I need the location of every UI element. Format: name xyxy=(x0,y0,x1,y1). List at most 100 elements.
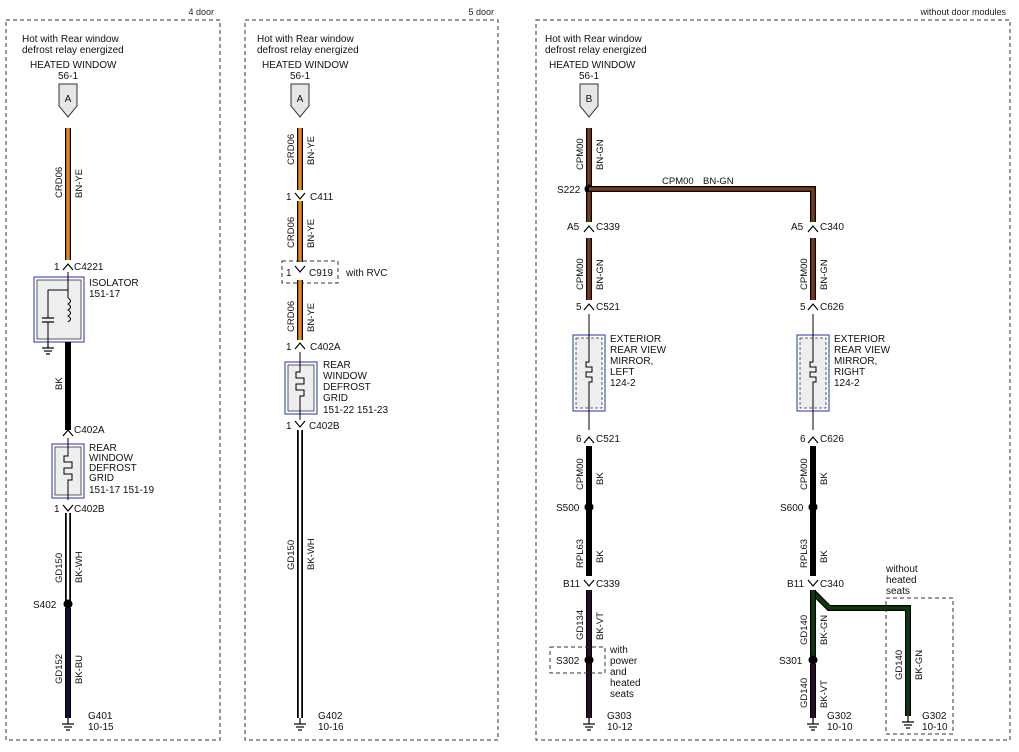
connector-name: C4221 xyxy=(74,262,104,273)
wire-label-color: BK xyxy=(819,472,830,485)
ground-icon xyxy=(41,341,55,355)
connector-c339-symbol xyxy=(583,579,595,587)
wire-label-circuit: GD134 xyxy=(575,610,586,640)
option-note: with xyxy=(609,645,628,656)
wire-cross xyxy=(589,186,816,222)
component-name: REAR xyxy=(323,360,351,371)
connector-c626-symbol xyxy=(807,303,819,311)
option-box xyxy=(281,260,339,284)
wire-label-circuit: BK xyxy=(54,377,65,390)
coil-icon xyxy=(67,297,71,323)
component-name: GRID xyxy=(89,473,114,484)
splice-dot xyxy=(808,655,818,665)
connector-pin: 1 xyxy=(54,262,60,273)
option-box xyxy=(885,597,954,735)
splice-label: S301 xyxy=(779,656,803,667)
component-name: RIGHT xyxy=(834,367,865,378)
connector-pin: 1 xyxy=(286,192,292,203)
supply-line2: defrost relay energized xyxy=(22,45,124,56)
ground-icon xyxy=(61,717,75,731)
connector-name: C402B xyxy=(309,421,340,432)
wire-label-circuit: CRD06 xyxy=(286,301,297,332)
panel-frame xyxy=(535,19,1011,741)
component-name: REAR VIEW xyxy=(610,345,667,356)
component-name: WINDOW xyxy=(323,371,367,382)
panel-5-door: 5 door Hot with Rear window defrost rela… xyxy=(244,7,499,741)
panel-4-door: 4 door Hot with Rear window defrost rela… xyxy=(5,7,221,741)
connector-pin: A5 xyxy=(791,222,804,233)
splice-label: S302 xyxy=(556,656,580,667)
option-note: and xyxy=(610,667,627,678)
connector-name: C626 xyxy=(820,434,844,445)
connector-pin: B11 xyxy=(787,579,804,590)
ground-ref: 10-10 xyxy=(922,722,948,733)
component-name: LEFT xyxy=(610,367,634,378)
connector-c411-symbol xyxy=(294,192,306,200)
wire-label-circuit: CPM00 xyxy=(662,176,694,187)
splice-label: S500 xyxy=(556,503,580,514)
wire-label-circuit: GD140 xyxy=(799,615,810,645)
wire-label-color: BN-YE xyxy=(306,303,317,332)
component-name: REAR VIEW xyxy=(834,345,891,356)
ground-icon xyxy=(293,717,307,731)
panel-title: 4 door xyxy=(188,7,214,17)
component-name: REAR xyxy=(89,443,117,454)
wire-label-color: BK-GN xyxy=(914,650,925,680)
ground-ref: 10-10 xyxy=(827,722,853,733)
wire-label-circuit: RPL63 xyxy=(799,539,810,568)
connector-pin: 1 xyxy=(286,421,292,432)
component-name: MIRROR, xyxy=(834,356,877,367)
wire-label-color: BK xyxy=(819,550,830,563)
connector-pin: 5 xyxy=(800,302,806,313)
connector-name: C340 xyxy=(820,222,844,233)
connector-name: C340 xyxy=(820,579,844,590)
supply-pin-shape xyxy=(579,83,599,118)
wire-label-circuit: GD152 xyxy=(54,654,65,684)
connector-c340-symbol xyxy=(807,225,819,233)
ground-icon xyxy=(901,715,915,729)
supply-line1: Hot with Rear window xyxy=(22,34,119,45)
connector-pin: 6 xyxy=(576,434,582,445)
supply-name: HEATED WINDOW xyxy=(549,60,636,71)
heater-grid-icon xyxy=(295,352,305,420)
splice-label: S222 xyxy=(557,185,581,196)
wire-label-color: BN-GN xyxy=(819,259,830,290)
wire-cross-color xyxy=(589,187,815,222)
splice-label: S600 xyxy=(780,503,804,514)
wire-label-circuit: CPM00 xyxy=(575,138,586,170)
component-name: EXTERIOR xyxy=(834,334,885,345)
connector-pin: 1 xyxy=(54,504,60,515)
connector-name: C521 xyxy=(596,434,620,445)
ground-name: G303 xyxy=(607,711,632,722)
wire-label-circuit: CRD06 xyxy=(286,217,297,248)
splice-dot xyxy=(584,502,594,512)
supply-pin-letter: B xyxy=(586,94,593,105)
component-name: EXTERIOR xyxy=(610,334,661,345)
connector-pin: B11 xyxy=(563,579,580,590)
connector-name: C626 xyxy=(820,302,844,313)
ground-ref: 10-16 xyxy=(318,722,344,733)
component-ref: 124-2 xyxy=(610,378,636,389)
component-name: DEFROST xyxy=(323,382,371,393)
supply-pin-letter: A xyxy=(65,94,72,105)
connector-c626-symbol xyxy=(807,436,819,444)
ground-ref: 10-12 xyxy=(607,722,633,733)
connector-c402a-symbol xyxy=(62,429,74,437)
wire-label-color: BN-GN xyxy=(595,259,606,290)
splice-dot xyxy=(808,502,818,512)
ground-icon xyxy=(582,717,596,731)
connector-name: C339 xyxy=(596,579,620,590)
ground-name: G401 xyxy=(88,711,113,722)
supply-ref: 56-1 xyxy=(290,71,310,82)
connector-name: C919 xyxy=(309,268,333,279)
component-name: ISOLATOR xyxy=(89,278,139,289)
supply-line2: defrost relay energized xyxy=(545,45,647,56)
supply-line1: Hot with Rear window xyxy=(545,34,642,45)
connector-c521-symbol xyxy=(583,303,595,311)
option-note: with RVC xyxy=(345,268,388,279)
ground-name: G402 xyxy=(318,711,343,722)
component-name: GRID xyxy=(323,393,348,404)
wire-label-color: BK-VT xyxy=(595,612,606,640)
connector-c339-symbol xyxy=(583,225,595,233)
wire-label-circuit: RPL63 xyxy=(575,539,586,568)
